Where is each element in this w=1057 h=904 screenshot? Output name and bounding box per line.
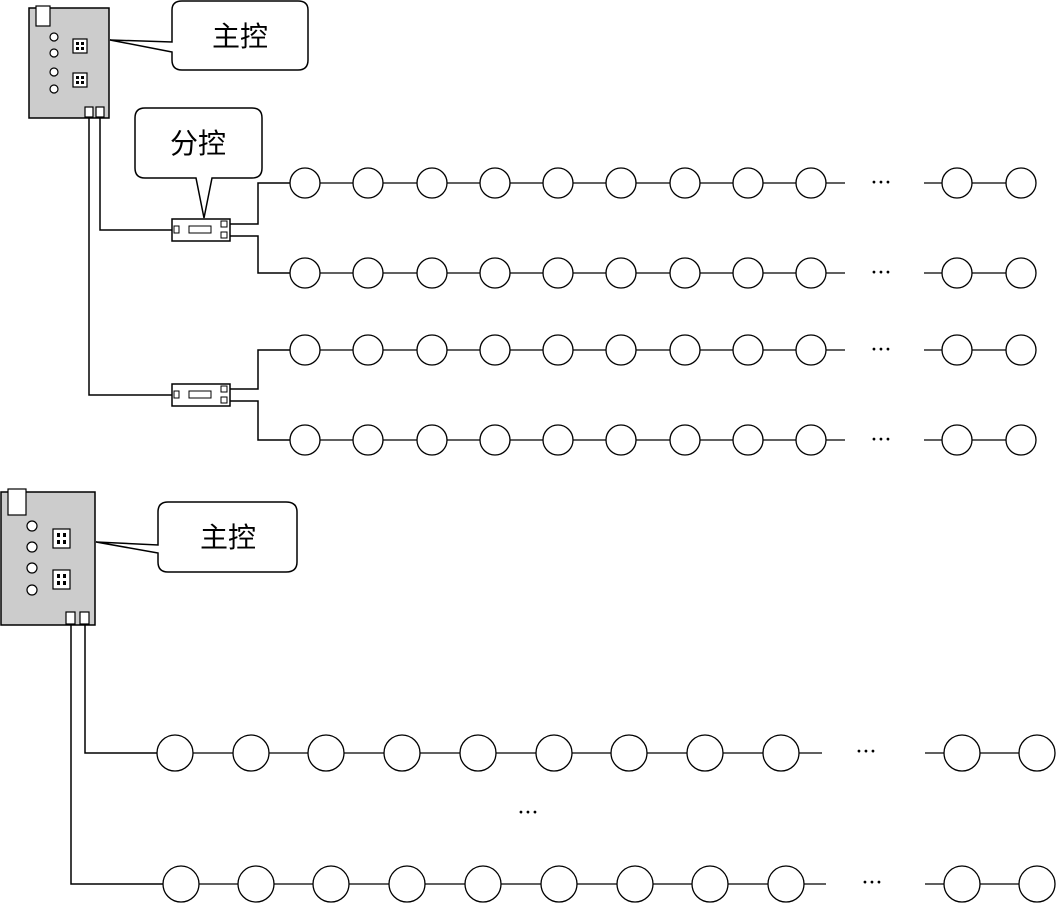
top-led-chain-2: ···	[289, 257, 1037, 289]
bottom-master-wires	[70, 624, 163, 885]
chain-ellipsis: ···	[862, 871, 883, 896]
led-node	[289, 257, 321, 289]
led-node	[479, 167, 511, 199]
led-node	[795, 167, 827, 199]
top-led-chain-4: ···	[289, 424, 1037, 456]
chain-ellipsis: ···	[856, 740, 877, 765]
led-node	[289, 334, 321, 366]
led-node	[352, 167, 384, 199]
led-node	[459, 734, 497, 772]
led-node	[416, 257, 448, 289]
led-node	[232, 734, 270, 772]
led-node	[540, 865, 578, 903]
led-node	[605, 257, 637, 289]
led-node	[686, 734, 724, 772]
led-node	[1018, 865, 1056, 903]
led-node	[691, 865, 729, 903]
led-node	[941, 257, 973, 289]
top-master-callout: 主控	[109, 0, 309, 71]
led-node	[669, 257, 701, 289]
led-node	[542, 334, 574, 366]
led-node	[941, 167, 973, 199]
sub-controller-2	[171, 383, 231, 407]
led-node	[1005, 424, 1037, 456]
led-node	[1018, 734, 1056, 772]
led-node	[542, 257, 574, 289]
bottom-led-chain-1: ···	[156, 734, 1056, 772]
top-led-chain-1: ···	[289, 167, 1037, 199]
led-node	[388, 865, 426, 903]
bottom-master-connector-2	[52, 569, 71, 590]
led-node	[464, 865, 502, 903]
led-node	[732, 334, 764, 366]
led-node	[307, 734, 345, 772]
top-master-connector-1	[72, 38, 88, 54]
led-node	[943, 865, 981, 903]
sub-controller-callout: 分控	[134, 107, 263, 219]
led-node	[1005, 167, 1037, 199]
chain-ellipsis: ···	[871, 171, 892, 196]
top-master-label: 主控	[212, 20, 268, 53]
led-node	[732, 424, 764, 456]
sub-controller-1	[171, 218, 231, 242]
led-node	[416, 167, 448, 199]
led-node	[941, 424, 973, 456]
bottom-master-label: 主控	[200, 521, 256, 554]
led-node	[542, 424, 574, 456]
led-node	[795, 257, 827, 289]
led-node	[610, 734, 648, 772]
sub-controller-label: 分控	[170, 127, 226, 160]
led-node	[289, 424, 321, 456]
led-node	[416, 424, 448, 456]
led-node	[1005, 334, 1037, 366]
led-node	[669, 424, 701, 456]
bottom-led-chain-2: ···	[162, 865, 1056, 903]
bottom-master-controller	[0, 488, 96, 626]
sub-controller-1-wires	[230, 182, 290, 274]
led-node	[941, 334, 973, 366]
led-node	[795, 424, 827, 456]
bottom-master-connector-1	[52, 528, 71, 549]
led-node	[535, 734, 573, 772]
led-node	[289, 167, 321, 199]
led-node	[479, 257, 511, 289]
led-node	[732, 167, 764, 199]
led-node	[1005, 257, 1037, 289]
led-node	[943, 734, 981, 772]
led-node	[416, 334, 448, 366]
vertical-ellipsis: ···	[518, 801, 539, 826]
led-node	[605, 424, 637, 456]
chain-ellipsis: ···	[871, 261, 892, 286]
led-node	[616, 865, 654, 903]
led-node	[605, 334, 637, 366]
led-node	[762, 734, 800, 772]
led-node	[156, 734, 194, 772]
led-node	[479, 334, 511, 366]
led-node	[669, 167, 701, 199]
top-master-wires	[88, 117, 172, 396]
led-node	[383, 734, 421, 772]
led-node	[479, 424, 511, 456]
top-master-controller	[28, 5, 110, 119]
top-led-chain-3: ···	[289, 334, 1037, 366]
top-master-connector-2	[72, 72, 88, 88]
led-node	[352, 257, 384, 289]
bottom-master-callout: 主控	[95, 501, 298, 573]
sub-controller-2-wires	[230, 349, 290, 441]
led-node	[162, 865, 200, 903]
led-node	[605, 167, 637, 199]
chain-ellipsis: ···	[871, 428, 892, 453]
led-node	[542, 167, 574, 199]
led-node	[732, 257, 764, 289]
led-node	[795, 334, 827, 366]
led-node	[669, 334, 701, 366]
led-node	[352, 334, 384, 366]
led-node	[312, 865, 350, 903]
led-node	[767, 865, 805, 903]
led-node	[352, 424, 384, 456]
chain-ellipsis: ···	[871, 338, 892, 363]
led-node	[237, 865, 275, 903]
